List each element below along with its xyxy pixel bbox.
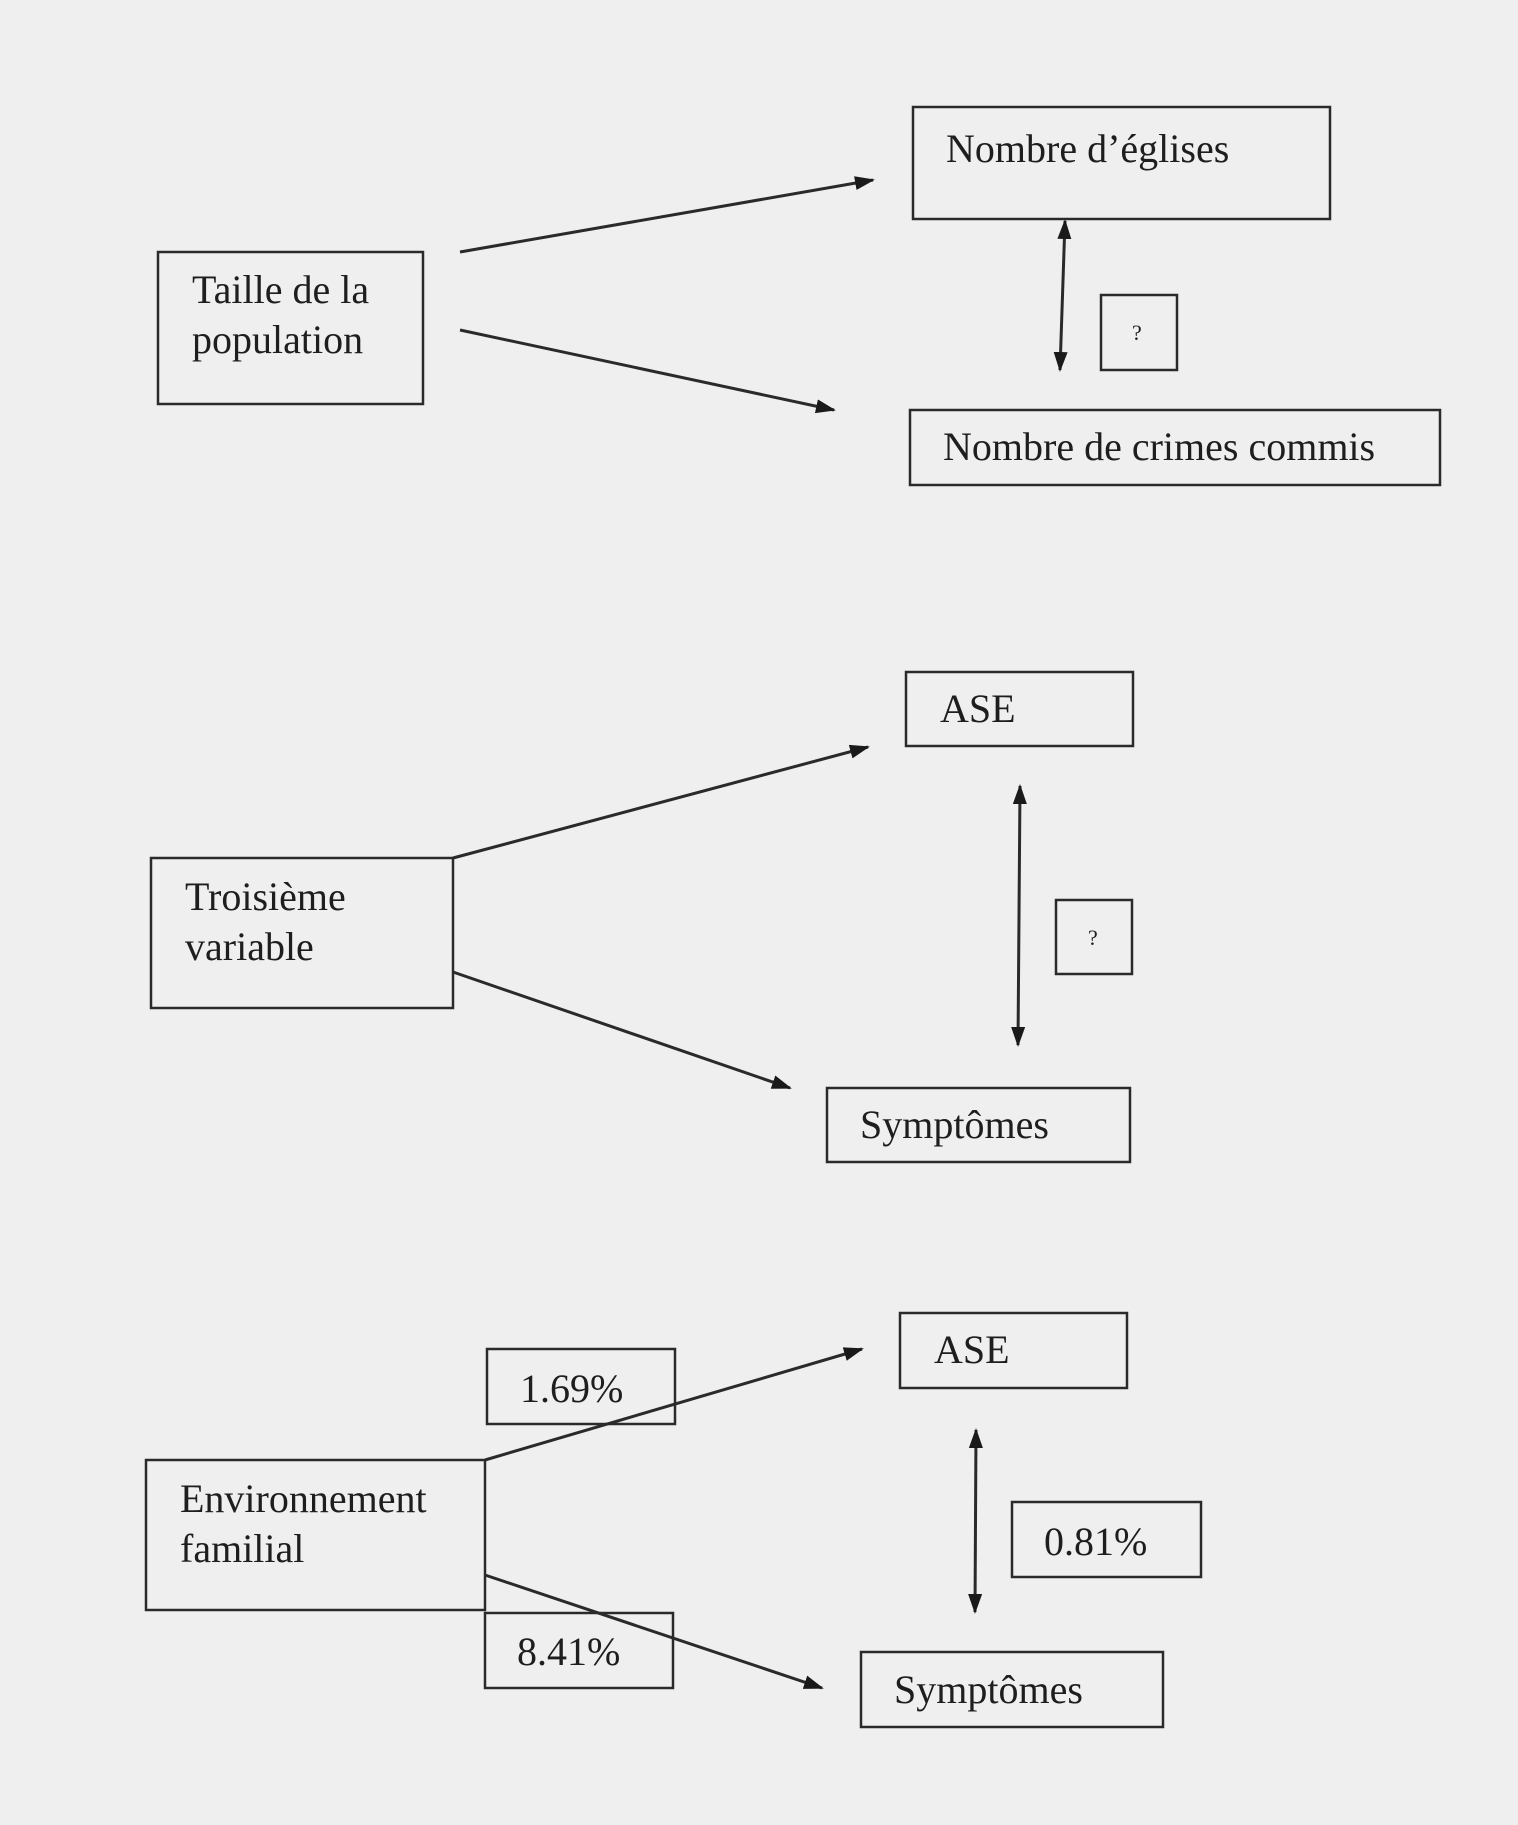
- box-nombre-crimes: Nombre de crimes commis: [908, 408, 1442, 487]
- box-percent-edge-bottom: 8.41%: [483, 1611, 675, 1690]
- label-question-2: ?: [1088, 925, 1098, 950]
- arrow-environnement-to-ase: [484, 1347, 864, 1462]
- arrow-ase-symptomes-bidirectional-2: [1011, 784, 1027, 1047]
- box-symptomes-3: Symptômes: [859, 1650, 1165, 1729]
- box-ase-2: ASE: [904, 670, 1135, 748]
- box-troisieme-variable: Troisième variable: [149, 856, 455, 1010]
- label-nombre-eglises: Nombre d’églises: [946, 126, 1229, 171]
- label-percent-edge-top: 1.69%: [520, 1366, 623, 1411]
- arrow-environnement-to-symptomes: [484, 1573, 824, 1690]
- box-environnement-familial: Environnement familial: [144, 1458, 487, 1612]
- label-percent-link: 0.81%: [1044, 1519, 1147, 1564]
- arrow-taille-to-eglises: [459, 176, 875, 254]
- box-question-1: ?: [1099, 293, 1179, 372]
- label-troisieme-line2: variable: [185, 924, 314, 969]
- box-percent-edge-top: 1.69%: [485, 1347, 677, 1426]
- arrow-eglises-crimes-bidirectional: [1053, 219, 1072, 372]
- label-taille-line1: Taille de la: [192, 267, 369, 312]
- label-taille-line2: population: [192, 317, 363, 362]
- box-percent-link: 0.81%: [1010, 1500, 1203, 1579]
- diagram-2: Troisième variable ASE Symptômes ?: [149, 670, 1135, 1164]
- label-nombre-crimes: Nombre de crimes commis: [943, 424, 1375, 469]
- diagram-1: Taille de la population Nombre d’églises…: [156, 105, 1442, 487]
- label-troisieme-line1: Troisième: [185, 874, 346, 919]
- arrow-troisieme-to-symptomes: [452, 970, 792, 1090]
- label-environnement-line1: Environnement: [180, 1476, 427, 1521]
- diagram-3: Environnement familial 1.69% 8.41% ASE S…: [144, 1311, 1203, 1729]
- box-symptomes-2: Symptômes: [825, 1086, 1132, 1164]
- arrow-troisieme-to-ase: [452, 744, 870, 860]
- box-taille-population: Taille de la population: [156, 250, 425, 406]
- box-nombre-eglises: Nombre d’églises: [911, 105, 1332, 221]
- arrow-ase-symptomes-bidirectional-3: [968, 1428, 983, 1614]
- label-ase-2: ASE: [940, 686, 1016, 731]
- label-question-1: ?: [1132, 320, 1142, 345]
- box-question-2: ?: [1054, 898, 1134, 976]
- arrow-taille-to-crimes: [459, 328, 836, 414]
- label-environnement-line2: familial: [180, 1526, 304, 1571]
- label-percent-edge-bottom: 8.41%: [517, 1629, 620, 1674]
- label-ase-3: ASE: [934, 1327, 1010, 1372]
- box-ase-3: ASE: [898, 1311, 1129, 1390]
- label-symptomes-2: Symptômes: [860, 1102, 1049, 1147]
- label-symptomes-3: Symptômes: [894, 1667, 1083, 1712]
